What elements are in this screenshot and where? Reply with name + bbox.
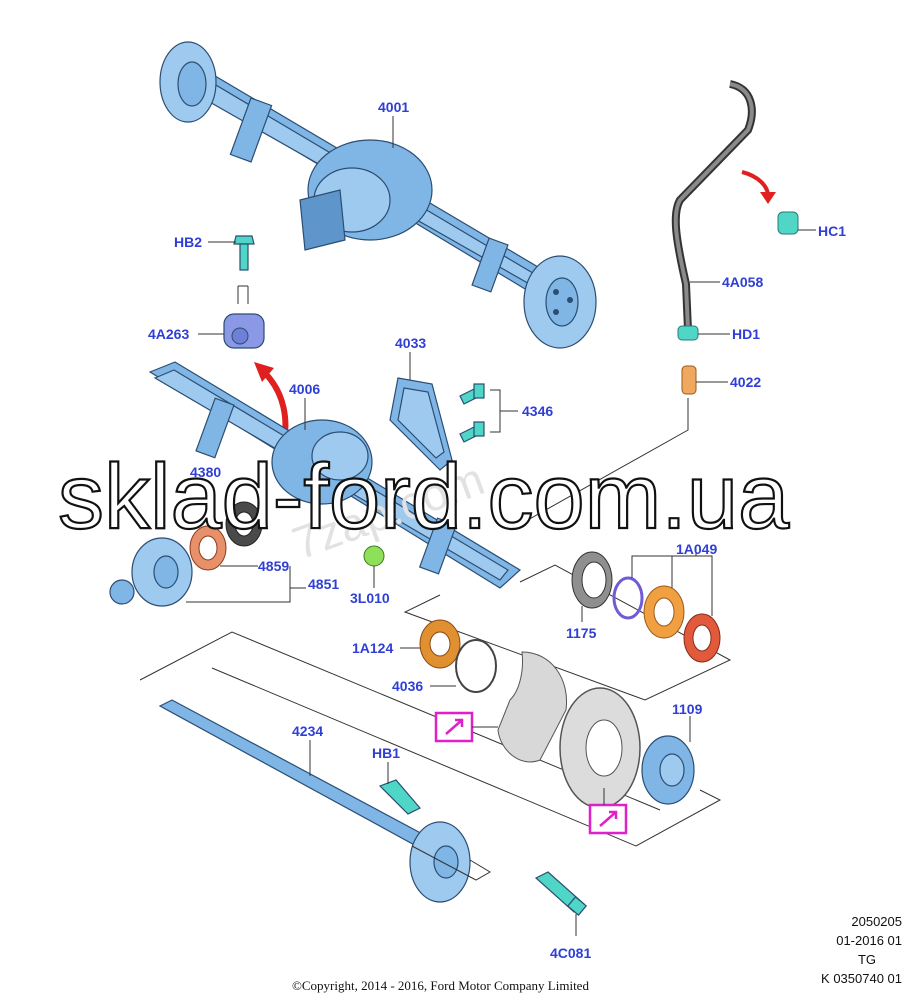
callout-icon-brake-disc bbox=[588, 803, 628, 835]
oring-4036 bbox=[455, 639, 497, 693]
label-hc1: HC1 bbox=[818, 223, 846, 239]
label-4851: 4851 bbox=[308, 576, 339, 592]
label-4022: 4022 bbox=[730, 374, 761, 390]
bolt-4c081 bbox=[534, 871, 588, 916]
oring-1a049 bbox=[612, 576, 644, 620]
label-4a058: 4A058 bbox=[722, 274, 763, 290]
bearing-1a124 bbox=[419, 619, 461, 669]
label-4001: 4001 bbox=[378, 99, 409, 115]
brake-disc bbox=[559, 687, 641, 809]
callout-icon-backing-plate bbox=[434, 711, 474, 743]
code-line-3: TG bbox=[857, 952, 877, 967]
label-4a263: 4A263 bbox=[148, 326, 189, 342]
seal-4859 bbox=[189, 525, 227, 571]
vent-hose-4a058 bbox=[671, 80, 756, 331]
cover-bolts-4346 bbox=[459, 383, 485, 443]
label-hb2: HB2 bbox=[174, 234, 202, 250]
label-1a124: 1A124 bbox=[352, 640, 393, 656]
vent-bracket-4a263 bbox=[223, 313, 265, 349]
copyright-text: ©Copyright, 2014 - 2016, Ford Motor Comp… bbox=[292, 978, 589, 993]
label-1175: 1175 bbox=[566, 625, 597, 641]
illustration-code: 2050205 01-2016 01 TG K 0350740 01 bbox=[802, 912, 902, 988]
label-4234: 4234 bbox=[292, 723, 323, 739]
label-4346: 4346 bbox=[522, 403, 553, 419]
label-4036: 4036 bbox=[392, 678, 423, 694]
clamp-hd1 bbox=[677, 325, 699, 341]
watermark-text: sklad-ford.com.ua bbox=[58, 446, 790, 548]
vent-4022 bbox=[681, 365, 697, 395]
code-line-1: 2050205 bbox=[851, 914, 902, 929]
bearing-1a049 bbox=[643, 585, 685, 639]
seal-red-1a049 bbox=[683, 613, 721, 663]
bolt-hb2 bbox=[233, 235, 255, 271]
label-4033: 4033 bbox=[395, 335, 426, 351]
backing-plate bbox=[497, 651, 568, 763]
label-1a049: 1A049 bbox=[676, 541, 717, 557]
stud-hb1 bbox=[378, 779, 421, 815]
hub-1109 bbox=[641, 735, 695, 805]
label-4c081: 4C081 bbox=[550, 945, 591, 961]
code-line-4: K 0350740 01 bbox=[821, 971, 902, 986]
code-line-2: 01-2016 01 bbox=[836, 933, 902, 948]
label-4859: 4859 bbox=[258, 558, 289, 574]
label-hd1: HD1 bbox=[732, 326, 760, 342]
label-1109: 1109 bbox=[672, 701, 703, 717]
diff-cover-4033 bbox=[389, 377, 453, 471]
axle-housing-4006 bbox=[148, 361, 522, 589]
label-4006: 4006 bbox=[289, 381, 320, 397]
axle-shaft-4234 bbox=[158, 699, 471, 903]
label-4380: 4380 bbox=[190, 464, 221, 480]
label-3l010: 3L010 bbox=[350, 590, 390, 606]
seal-4380 bbox=[225, 501, 263, 547]
label-hb1: HB1 bbox=[372, 745, 400, 761]
seal-1175 bbox=[571, 551, 613, 609]
plug-3l010 bbox=[363, 545, 385, 567]
rear-axle-assembly-4001 bbox=[159, 41, 597, 349]
flange-4851 bbox=[109, 537, 193, 607]
clip-hc1 bbox=[777, 211, 799, 235]
